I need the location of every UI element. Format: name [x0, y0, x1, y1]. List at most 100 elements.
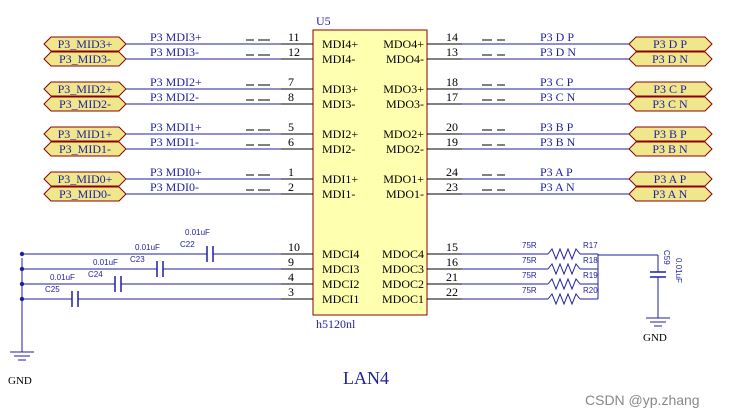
- left-gnd-symbol: GND: [8, 351, 34, 387]
- pin-number: 8: [288, 90, 294, 104]
- net-label-right: P3 A N: [540, 180, 575, 194]
- pin-number: 2: [288, 180, 294, 194]
- watermark: CSDN @yp.zhang: [585, 392, 700, 408]
- pin-number: 6: [288, 135, 294, 149]
- port-right-label: P3 D N: [652, 52, 688, 66]
- resistor-zigzag: [547, 262, 581, 276]
- port-left-label: P3_MID1+: [58, 127, 113, 141]
- cap-value: 0.01uF: [50, 273, 75, 282]
- port-right[interactable]: [628, 141, 713, 157]
- right-gnd-symbol: GND: [643, 317, 670, 344]
- cap-ref: C23: [130, 255, 145, 264]
- right-gnd-label: GND: [643, 332, 667, 344]
- c59-value: 0.01uF: [674, 258, 683, 283]
- net-label-left: P3 MDI3+: [150, 30, 202, 44]
- res-value: 75R: [522, 286, 537, 295]
- pin-number: 1: [288, 165, 294, 179]
- res-ref: R17: [583, 241, 598, 250]
- port-right[interactable]: [628, 126, 713, 142]
- pin-number: 10: [288, 240, 300, 254]
- capacitor-group: C22 0.01uF C23 0.01uF C24 0.01uF C25 0.01uF: [19, 228, 281, 307]
- pin-number: 24: [446, 165, 458, 179]
- pin-name: MDI2-: [322, 142, 355, 156]
- port-right[interactable]: [628, 36, 713, 52]
- cap-value: 0.01uF: [185, 228, 210, 237]
- port-left-label: P3_MID1-: [59, 142, 111, 156]
- chip-designator: U5: [316, 14, 331, 28]
- cap-ref: C22: [180, 240, 195, 249]
- net-label-left: P3 MDI0-: [150, 180, 199, 194]
- pin-number: 13: [446, 45, 458, 59]
- port-right-label: P3 C P: [653, 82, 687, 96]
- pin-name: MDCI4: [322, 247, 359, 261]
- res-value: 75R: [522, 256, 537, 265]
- pin-name: MDI3+: [322, 82, 358, 96]
- port-left-label: P3_MID2+: [58, 82, 113, 96]
- pin-name: MDO1+: [383, 172, 424, 186]
- pin-number: 15: [446, 240, 458, 254]
- net-label-left: P3 MDI1+: [150, 120, 202, 134]
- pin-name: MDOC3: [382, 262, 424, 276]
- pin-name: MDO3+: [383, 82, 424, 96]
- chip-part-name: h5120nl: [316, 317, 356, 331]
- net-label-left: P3 MDI2+: [150, 75, 202, 89]
- chip-right-pins: 14MDO4+13MDO4-18MDO3+17MDO3-20MDO2+19MDO…: [382, 30, 462, 306]
- pin-name: MDO4-: [386, 52, 424, 66]
- pin-number: 4: [288, 270, 294, 284]
- sheet-title: LAN4: [343, 368, 389, 388]
- net-label-right: P3 B N: [540, 135, 576, 149]
- pin-name: MDI4+: [322, 37, 358, 51]
- pin-number: 7: [288, 75, 294, 89]
- pin-number: 14: [446, 30, 458, 44]
- resistor-zigzag: [547, 292, 581, 306]
- port-right-label: P3 D P: [653, 37, 687, 51]
- net-label-right: P3 A P: [540, 165, 573, 179]
- pin-number: 19: [446, 135, 458, 149]
- pin-name: MDO1-: [386, 187, 424, 201]
- port-right[interactable]: [628, 171, 713, 187]
- chip-u5-body[interactable]: [312, 29, 428, 316]
- net-label-right: P3 C P: [540, 75, 574, 89]
- port-right-label: P3 A N: [653, 187, 688, 201]
- port-right-label: P3 A P: [654, 172, 687, 186]
- pin-name: MDI3-: [322, 97, 355, 111]
- cap-value: 0.01uF: [135, 243, 160, 252]
- port-right-label: P3 C N: [652, 97, 688, 111]
- port-left-label: P3_MID3+: [58, 37, 113, 51]
- right-port-group: P3 D PP3 D PP3 D NP3 D NP3 C PP3 C PP3 C…: [462, 30, 713, 202]
- pin-name: MDO3-: [386, 97, 424, 111]
- pin-name: MDO2-: [386, 142, 424, 156]
- net-label-right: P3 D P: [540, 30, 574, 44]
- res-value: 75R: [522, 271, 537, 280]
- left-gnd-label: GND: [8, 375, 32, 387]
- port-right[interactable]: [628, 96, 713, 112]
- res-ref: R20: [583, 286, 598, 295]
- resistor-zigzag: [547, 277, 581, 291]
- cap-ref: C24: [88, 270, 103, 279]
- port-right[interactable]: [628, 51, 713, 67]
- net-label-right: P3 B P: [540, 120, 574, 134]
- pin-number: 5: [288, 120, 294, 134]
- pin-number: 17: [446, 90, 458, 104]
- pin-name: MDOC1: [382, 292, 424, 306]
- port-right-label: P3 B N: [652, 142, 688, 156]
- pin-number: 3: [288, 285, 294, 299]
- cap-ref: C25: [45, 285, 60, 294]
- pin-number: 22: [446, 285, 458, 299]
- left-port-group: P3_MID3+P3 MDI3+P3_MID3-P3 MDI3-P3_MID2+…: [43, 30, 281, 202]
- port-right[interactable]: [628, 81, 713, 97]
- pin-name: MDI2+: [322, 127, 358, 141]
- res-ref: R19: [583, 271, 598, 280]
- cap-value: 0.01uF: [93, 258, 118, 267]
- pin-number: 12: [288, 45, 300, 59]
- net-label-right: P3 C N: [540, 90, 576, 104]
- net-label-right: P3 D N: [540, 45, 576, 59]
- port-right[interactable]: [628, 186, 713, 202]
- res-ref: R18: [583, 256, 598, 265]
- resistor-zigzag: [547, 247, 581, 261]
- port-left-label: P3_MID0+: [58, 172, 113, 186]
- pin-name: MDO2+: [383, 127, 424, 141]
